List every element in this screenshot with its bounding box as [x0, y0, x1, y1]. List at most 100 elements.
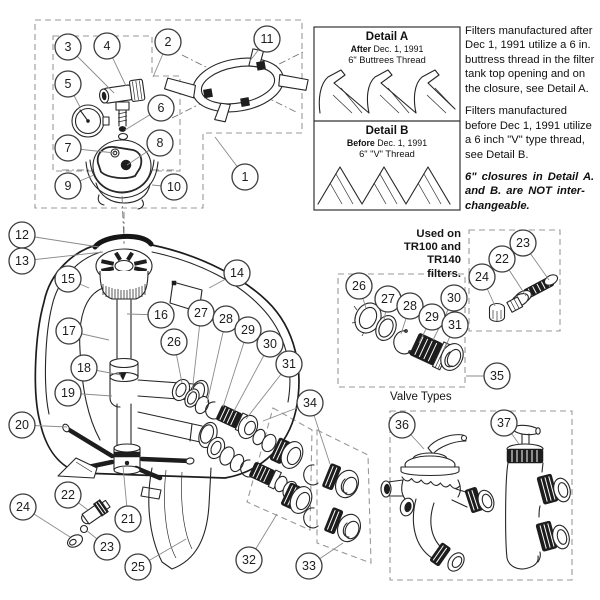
svg-text:25: 25: [131, 560, 145, 574]
callout-4: 4: [93, 32, 121, 60]
stem-oring: [118, 126, 127, 132]
callout-36: 36: [388, 411, 416, 439]
callout-33: 33: [295, 552, 323, 580]
callout-27: 27: [374, 285, 402, 313]
used-on-line-1: Used on: [416, 228, 461, 240]
callout-27: 27: [187, 299, 215, 327]
svg-text:16: 16: [154, 308, 168, 322]
svg-text:3: 3: [65, 40, 72, 54]
tank-foot: [57, 457, 98, 479]
svg-text:11: 11: [261, 32, 274, 46]
callout-13: 13: [8, 247, 36, 275]
callout-23: 23: [509, 229, 537, 257]
callout-24: 24: [468, 263, 496, 291]
svg-text:4: 4: [104, 39, 111, 53]
air-bleed-tube-part: [79, 287, 104, 441]
svg-text:8: 8: [157, 136, 164, 150]
svg-text:37: 37: [497, 416, 511, 430]
svg-text:20: 20: [15, 418, 29, 432]
detail-b-thread-label: 6" "V" Thread: [359, 149, 415, 159]
callout-1: 1: [231, 163, 259, 191]
svg-text:30: 30: [447, 291, 461, 305]
note-paragraph-3: 6" closures in Detail A. and B. are NOT …: [465, 170, 595, 212]
air-relief-valve-part: [98, 78, 146, 141]
svg-text:15: 15: [61, 272, 75, 286]
slide-valve-part: [505, 424, 571, 570]
callout-32: 32: [235, 546, 263, 574]
callout-25: 25: [124, 553, 152, 581]
callout-22: 22: [488, 245, 516, 273]
detail-a-title: Detail A: [365, 31, 409, 43]
valve-types-label: Valve Types: [390, 391, 452, 403]
v-thread-profile: [317, 166, 451, 205]
callout-28: 28: [396, 292, 424, 320]
svg-text:10: 10: [167, 180, 181, 194]
valve-types-box: [389, 410, 573, 581]
retainer-clip: [240, 459, 254, 478]
drain-plug-parts-left: [66, 499, 111, 548]
closure-assembly-box: [34, 19, 303, 209]
callout-8: 8: [146, 129, 174, 157]
callout-14: 14: [223, 259, 251, 287]
detail-b-subtitle-rest: Dec. 1, 1991: [374, 138, 428, 148]
svg-text:24: 24: [475, 270, 489, 284]
svg-text:14: 14: [230, 266, 244, 280]
used-on-line-3: TR140 filters.: [427, 254, 461, 280]
svg-text:19: 19: [61, 386, 75, 400]
svg-text:26: 26: [167, 335, 181, 349]
svg-text:12: 12: [15, 228, 29, 242]
svg-text:30: 30: [263, 337, 277, 351]
callout-28: 28: [212, 305, 240, 333]
callout-12: 12: [8, 221, 36, 249]
bolt-kit-parts: [488, 274, 559, 323]
union-kit-parts: [351, 302, 464, 371]
retainer-clip: [205, 401, 219, 420]
callout-30: 30: [440, 284, 468, 312]
callout-2: 2: [154, 28, 182, 56]
spanner-wrench-part: [163, 48, 309, 123]
callout-26: 26: [160, 328, 188, 356]
callout-6: 6: [147, 94, 175, 122]
callout-31: 31: [441, 311, 469, 339]
fitting-set-33-box: [316, 429, 372, 564]
callout-29: 29: [418, 303, 446, 331]
svg-text:34: 34: [303, 396, 317, 410]
detail-a-thread-label: 6" Buttrees Thread: [348, 55, 426, 65]
svg-text:29: 29: [425, 310, 439, 324]
hex-plug: [488, 302, 506, 323]
callout-21: 21: [114, 505, 142, 533]
callout-3: 3: [54, 33, 82, 61]
base-pedestal-part: [148, 467, 212, 570]
callout-15: 15: [54, 265, 82, 293]
callout-19: 19: [54, 379, 82, 407]
callout-31: 31: [275, 350, 303, 378]
callout-22: 22: [54, 481, 82, 509]
dashed-group-boxes: [34, 19, 573, 581]
callout-35: 35: [483, 362, 511, 390]
multiport-valve-part: [380, 434, 495, 572]
svg-text:32: 32: [242, 553, 256, 567]
svg-text:35: 35: [490, 369, 504, 383]
svg-text:22: 22: [495, 252, 509, 266]
detail-b-text: Detail B Before Dec. 1, 1991 6" "V" Thre…: [314, 125, 460, 160]
laterals-part: [57, 423, 195, 481]
callout-10: 10: [160, 173, 188, 201]
svg-text:2: 2: [165, 35, 172, 49]
svg-text:18: 18: [77, 361, 91, 375]
svg-text:6: 6: [158, 101, 165, 115]
retainer-clip-34: [303, 464, 319, 486]
callout-7: 7: [54, 134, 82, 162]
bulkhead-fitting-trail-lower: [206, 436, 313, 514]
svg-text:5: 5: [65, 77, 72, 91]
callout-24: 24: [9, 493, 37, 521]
callout-9: 9: [54, 172, 82, 200]
svg-text:23: 23: [516, 236, 530, 250]
retainer-clip-34: [303, 507, 319, 529]
callout-23: 23: [93, 533, 121, 561]
used-on-note: Used on TR100 and TR140 filters.: [391, 228, 461, 281]
leader-line-28: [206, 318, 227, 404]
note-paragraph-2: Filters manufactured before Dec 1, 1991 …: [465, 105, 592, 161]
detail-a-text: Detail A After Dec. 1, 1991 6" Buttrees …: [314, 31, 460, 66]
